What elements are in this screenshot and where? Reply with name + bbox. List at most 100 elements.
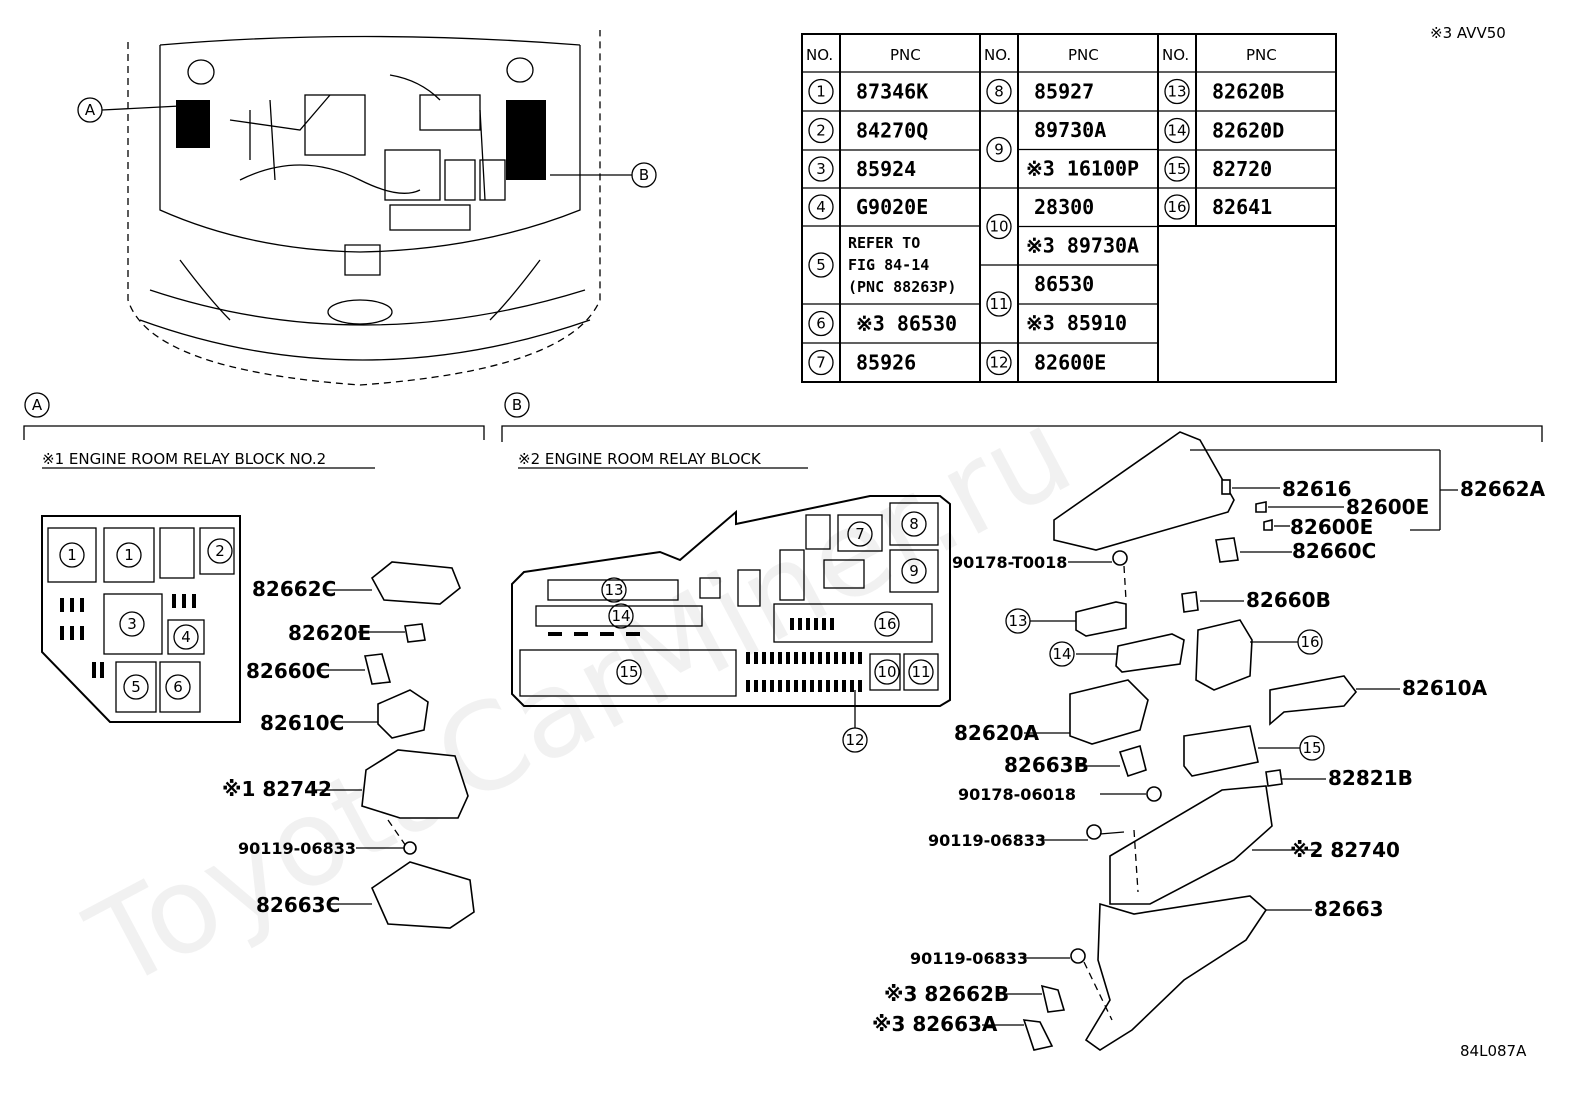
- block-b-slot-8: 10: [874, 659, 900, 685]
- callout-b-top: B: [550, 162, 657, 188]
- svg-text:B: B: [512, 396, 522, 414]
- model-note: ※3 AVV50: [1430, 24, 1506, 42]
- row-8-pnc: 85927: [1034, 80, 1094, 104]
- block-b-slot-3: 15: [616, 659, 642, 685]
- row-9-pnc-alt: ※3 16100P: [1026, 157, 1139, 181]
- svg-text:1: 1: [124, 546, 134, 564]
- engine-room-relay-block: [511, 495, 951, 728]
- part-82620a: 82620A: [954, 721, 1040, 745]
- section-a-title: ※1 ENGINE ROOM RELAY BLOCK NO.2: [42, 450, 326, 468]
- svg-text:2: 2: [215, 542, 225, 560]
- svg-text:4: 4: [181, 628, 191, 646]
- part-82660c-a: 82660C: [246, 659, 330, 683]
- svg-text:9: 9: [994, 141, 1004, 159]
- row-4-no: 4: [808, 194, 834, 220]
- part-82740: ※2 82740: [1290, 838, 1400, 862]
- block-a-slot-5: 4: [173, 624, 199, 650]
- relay-block-no2: [41, 515, 241, 723]
- col-pnc-2: PNC: [1068, 46, 1099, 64]
- svg-text:10: 10: [989, 218, 1008, 236]
- row-5-line-2: FIG 84-14: [848, 256, 929, 274]
- exploded-callout-4: 15: [1299, 735, 1325, 761]
- row-11-pnc: 86530: [1034, 272, 1094, 296]
- svg-text:13: 13: [604, 581, 623, 599]
- engine-bay-illustration: [127, 30, 601, 386]
- svg-text:6: 6: [173, 678, 183, 696]
- row-12-pnc: 82600E: [1034, 351, 1106, 375]
- section-b-parts: [982, 431, 1458, 1051]
- row-6-pnc: ※3 86530: [856, 312, 957, 336]
- svg-text:7: 7: [855, 525, 865, 543]
- row-4-pnc: G9020E: [856, 195, 928, 219]
- row-11-pnc-alt: ※3 85910: [1026, 311, 1127, 335]
- part-82663c: 82663C: [256, 893, 340, 917]
- col-no-2: NO.: [984, 46, 1011, 64]
- row-5-line-1: REFER TO: [848, 234, 920, 252]
- row-1-pnc: 87346K: [856, 80, 928, 104]
- svg-text:12: 12: [989, 354, 1008, 372]
- part-90178-06018: 90178-06018: [958, 785, 1076, 804]
- row-15-pnc: 82720: [1212, 157, 1272, 181]
- part-82600e-1: 82600E: [1346, 495, 1429, 519]
- svg-text:15: 15: [1167, 160, 1186, 178]
- section-b-bracket: [501, 425, 1543, 442]
- part-90119-a: 90119-06833: [238, 839, 356, 858]
- row-15-no: 15: [1164, 156, 1190, 182]
- svg-text:3: 3: [816, 160, 826, 178]
- col-pnc-3: PNC: [1246, 46, 1277, 64]
- col-no-1: NO.: [806, 46, 833, 64]
- section-a-bracket: [23, 425, 485, 440]
- part-82600e-2: 82600E: [1290, 515, 1373, 539]
- exploded-callout-1: 13: [1005, 608, 1031, 634]
- svg-text:9: 9: [909, 562, 919, 580]
- svg-text:A: A: [85, 101, 96, 119]
- part-82610c: 82610C: [260, 711, 344, 735]
- row-3-pnc: 85924: [856, 157, 916, 181]
- svg-text:13: 13: [1167, 83, 1186, 101]
- svg-text:13: 13: [1008, 612, 1027, 630]
- block-a-slot-3: 2: [207, 538, 233, 564]
- section-b-title: ※2 ENGINE ROOM RELAY BLOCK: [518, 450, 762, 468]
- row-16-no: 16: [1164, 194, 1190, 220]
- part-82663: 82663: [1314, 897, 1384, 921]
- part-82662c: 82662C: [252, 577, 336, 601]
- callout-a-top: A: [77, 97, 181, 123]
- block-b-slot-9: 11: [908, 659, 934, 685]
- svg-text:14: 14: [1052, 645, 1071, 663]
- part-90119-b1: 90119-06833: [928, 831, 1046, 850]
- block-b-slot-5: 8: [901, 511, 927, 537]
- svg-text:B: B: [639, 166, 649, 184]
- block-b-slot-1: 13: [601, 577, 627, 603]
- svg-text:A: A: [32, 396, 43, 414]
- block-a-slot-4: 3: [119, 611, 145, 637]
- svg-text:16: 16: [1167, 198, 1186, 216]
- block-b-slot-6: 9: [901, 558, 927, 584]
- row-9-pnc: 89730A: [1034, 118, 1106, 142]
- block-b-slot-4: 7: [847, 521, 873, 547]
- row-2-pnc: 84270Q: [856, 119, 928, 143]
- svg-text:15: 15: [619, 663, 638, 681]
- row-12-no: 12: [986, 349, 1012, 376]
- row-5-no: 5: [808, 252, 834, 278]
- row-10-pnc: 28300: [1034, 195, 1094, 219]
- svg-text:12: 12: [845, 731, 864, 749]
- svg-text:6: 6: [816, 315, 826, 333]
- row-14-no: 14: [1164, 117, 1190, 144]
- svg-text:15: 15: [1302, 739, 1321, 757]
- svg-text:8: 8: [994, 83, 1004, 101]
- part-82660b: 82660B: [1246, 588, 1331, 612]
- svg-text:14: 14: [1167, 122, 1186, 140]
- row-2-no: 2: [808, 117, 834, 144]
- part-82742: ※1 82742: [222, 777, 332, 801]
- block-b-slot-2: 14: [608, 603, 634, 629]
- row-5-line-3: (PNC 88263P): [848, 278, 956, 296]
- part-90178-t0018: 90178-T0018: [952, 553, 1067, 572]
- row-13-no: 13: [1164, 78, 1190, 105]
- row-7-no: 7: [808, 349, 834, 376]
- col-pnc-1: PNC: [890, 46, 921, 64]
